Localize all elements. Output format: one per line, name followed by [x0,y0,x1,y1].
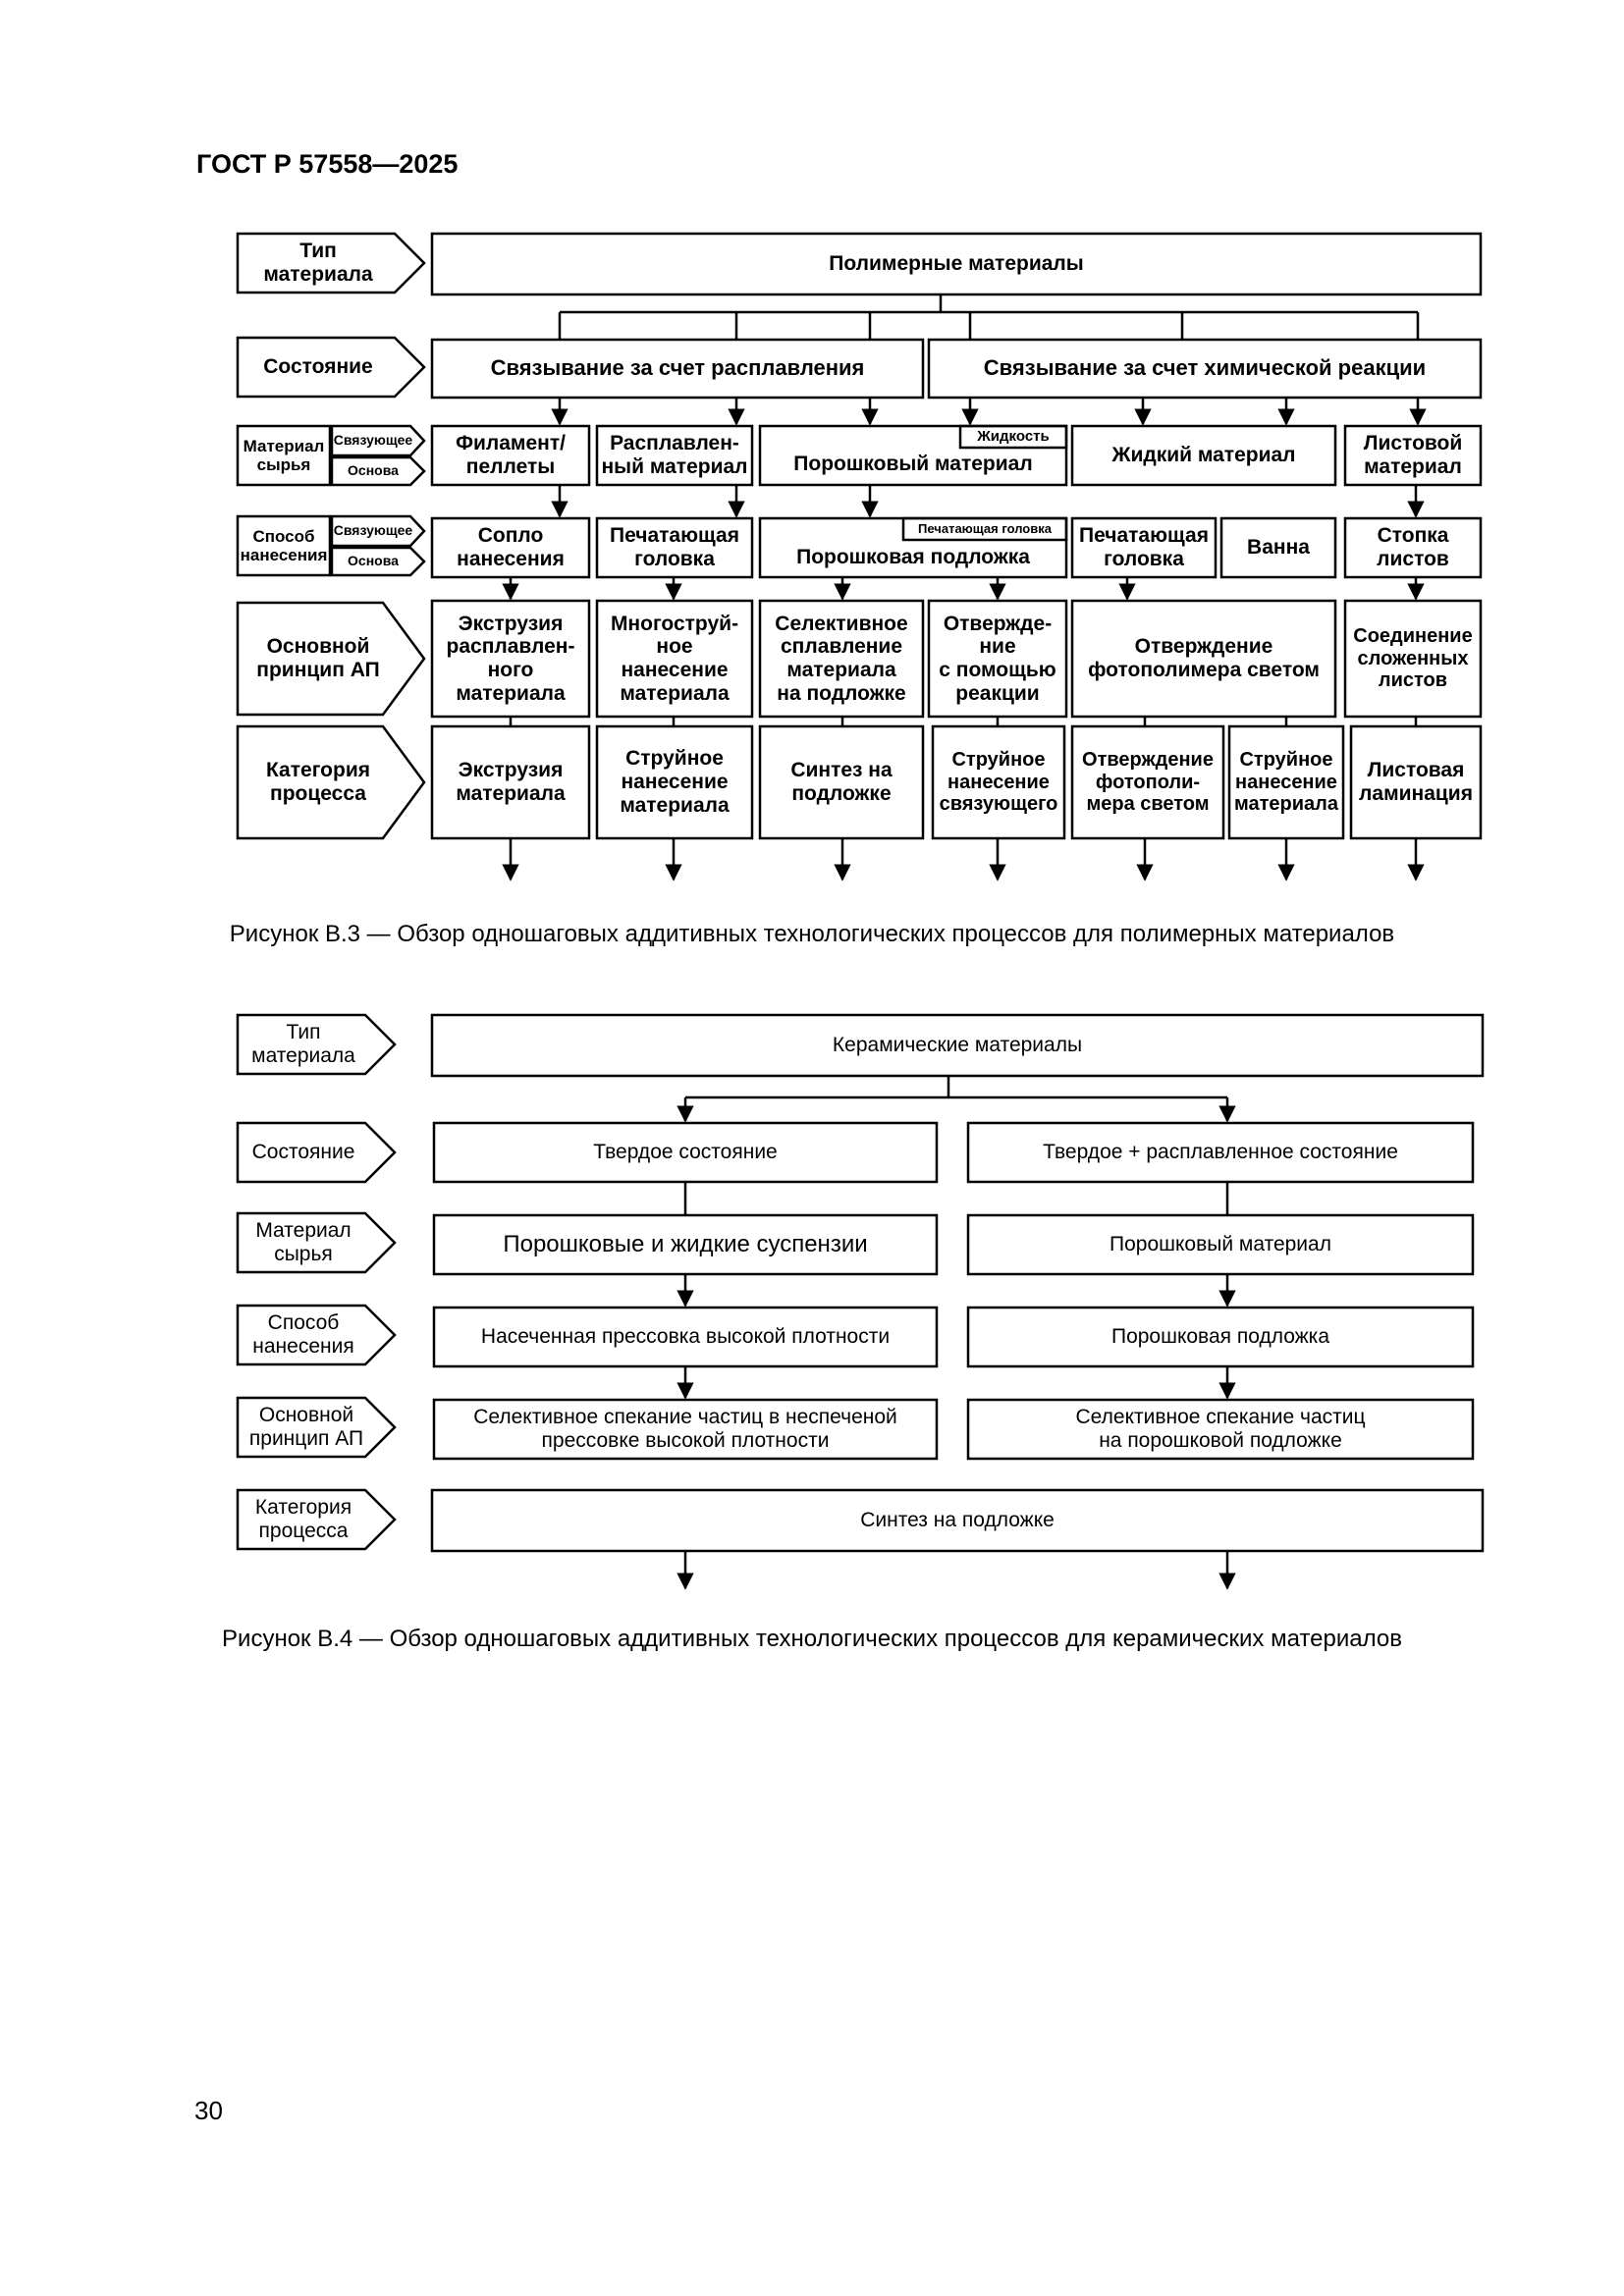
category-material-jetting-2: Струйное нанесение материала [1233,749,1339,816]
b4-state-solid: Твердое состояние [593,1141,778,1164]
raw-molten: Расплавлен- ный материал [601,432,748,478]
category-vat-photo: Отверждение фотополи- мера светом [1082,749,1214,816]
principle-chemical-cure: Отвержде- ние с помощью реакции [939,612,1056,705]
row-label-material-type: Тип материала [263,240,373,286]
row-label-principle: Основной принцип АП [256,635,380,681]
b4-principle-sinter-bed: Селективное спекание частиц на порошково… [1075,1406,1366,1452]
app-printhead-tag: Печатающая головка [918,520,1052,536]
row-label-state: Состояние [263,355,373,379]
sub-label-binder: Связующее [333,432,413,449]
app-nozzle: Сопло нанесения [457,524,565,570]
app-printhead: Печатающая головка [610,524,739,570]
principle-photopolymer: Отверждение фотополимера светом [1088,635,1320,681]
row-label-application: Способ нанесения [240,526,328,564]
b4-raw-powder: Порошковый материал [1110,1233,1331,1256]
category-sheet-lamination: Листовая ламинация [1359,759,1473,805]
app-stack: Стопка листов [1377,524,1449,570]
row-label-raw-material: Материал сырья [243,436,325,474]
principle-sheet-join: Соединение сложенных листов [1353,625,1473,692]
raw-liquid: Жидкий материал [1111,444,1296,467]
app-vat: Ванна [1247,536,1310,560]
sub-label-binder-2: Связующее [333,522,413,539]
row-label-category: Категория процесса [265,759,370,805]
figure-b3-caption: Рисунок В.3 — Обзор одношаговых аддитивн… [229,921,1395,947]
category-binder-jetting: Струйное нанесение связующего [939,749,1058,816]
b4-row-label-application: Способ нанесения [252,1311,354,1358]
state-chemical: Связывание за счет химической реакции [983,355,1427,381]
polymer-materials-box: Полимерные материалы [829,252,1084,276]
state-melting: Связывание за счет расплавления [490,355,865,381]
sub-label-base-2: Основа [348,553,399,569]
principle-extrusion: Экструзия расплавлен- ного материала [446,612,575,705]
b4-category-pbf: Синтез на подложке [860,1509,1055,1532]
b4-row-label-state: Состояние [251,1141,355,1164]
b4-state-solid-molten: Твердое + расплавленное состояние [1043,1141,1398,1164]
app-printhead-2: Печатающая головка [1079,524,1209,570]
b4-row-label-category: Категория процесса [254,1496,352,1542]
ceramic-materials-box: Керамические материалы [832,1034,1083,1057]
raw-filament: Филамент/ пеллеты [456,432,566,478]
document-header: ГОСТ Р 57558—2025 [196,149,459,179]
category-extrusion: Экструзия материала [456,759,566,805]
raw-powder: Порошковый материал [793,453,1033,476]
category-powder-bed: Синтез на подложке [790,759,893,805]
raw-liquid-tag: Жидкость [977,427,1050,445]
b4-row-label-raw-material: Материал сырья [255,1219,352,1265]
b4-raw-suspensions: Порошковые и жидкие суспензии [503,1231,868,1258]
b4-app-pressing: Насеченная прессовка высокой плотности [480,1325,891,1349]
figure-b4-caption: Рисунок В.4 — Обзор одношаговых аддитивн… [222,1626,1402,1652]
page-number: 30 [194,2096,223,2125]
category-material-jetting: Струйное нанесение материала [620,747,730,817]
b4-row-label-material-type: Тип материала [251,1021,355,1067]
b4-row-label-principle: Основной принцип АП [248,1404,364,1450]
b4-app-powder-bed: Порошковая подложка [1110,1325,1330,1349]
principle-multijet: Многоструй- ное нанесение материала [610,612,739,705]
b4-principle-sinter-press: Селективное спекание частиц в неспеченой… [473,1406,897,1452]
sub-label-base: Основа [348,462,399,479]
principle-sls: Селективное сплавление материала на подл… [775,612,908,705]
app-powder-bed: Порошковая подложка [796,546,1030,569]
raw-sheet: Листовой материал [1363,432,1463,478]
